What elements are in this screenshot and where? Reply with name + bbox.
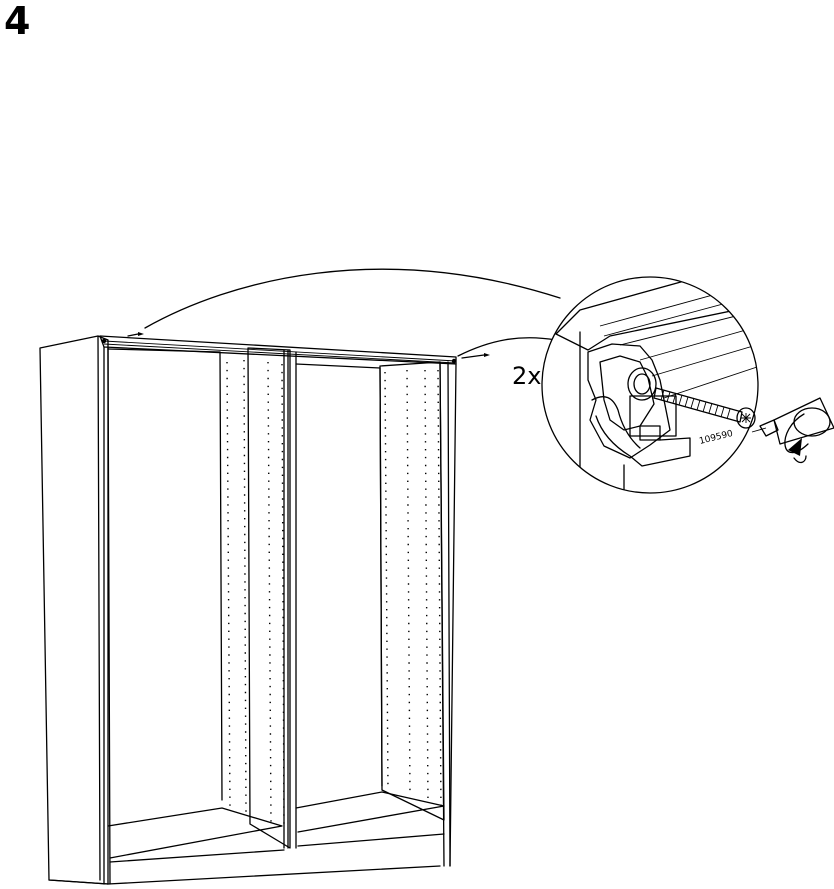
callout-arc	[144, 268, 561, 329]
wardrobe-frame-icon	[39, 332, 490, 885]
quantity-label: 2x	[512, 362, 541, 390]
rail-bracket-icon	[587, 343, 691, 467]
screw-icon	[653, 387, 756, 429]
detail-magnifier: 109590	[541, 276, 759, 494]
callout-line	[457, 337, 557, 357]
rotate-arrow-icon	[784, 413, 809, 464]
screwdriver-icon	[751, 397, 834, 445]
step-number: 4	[4, 0, 31, 43]
